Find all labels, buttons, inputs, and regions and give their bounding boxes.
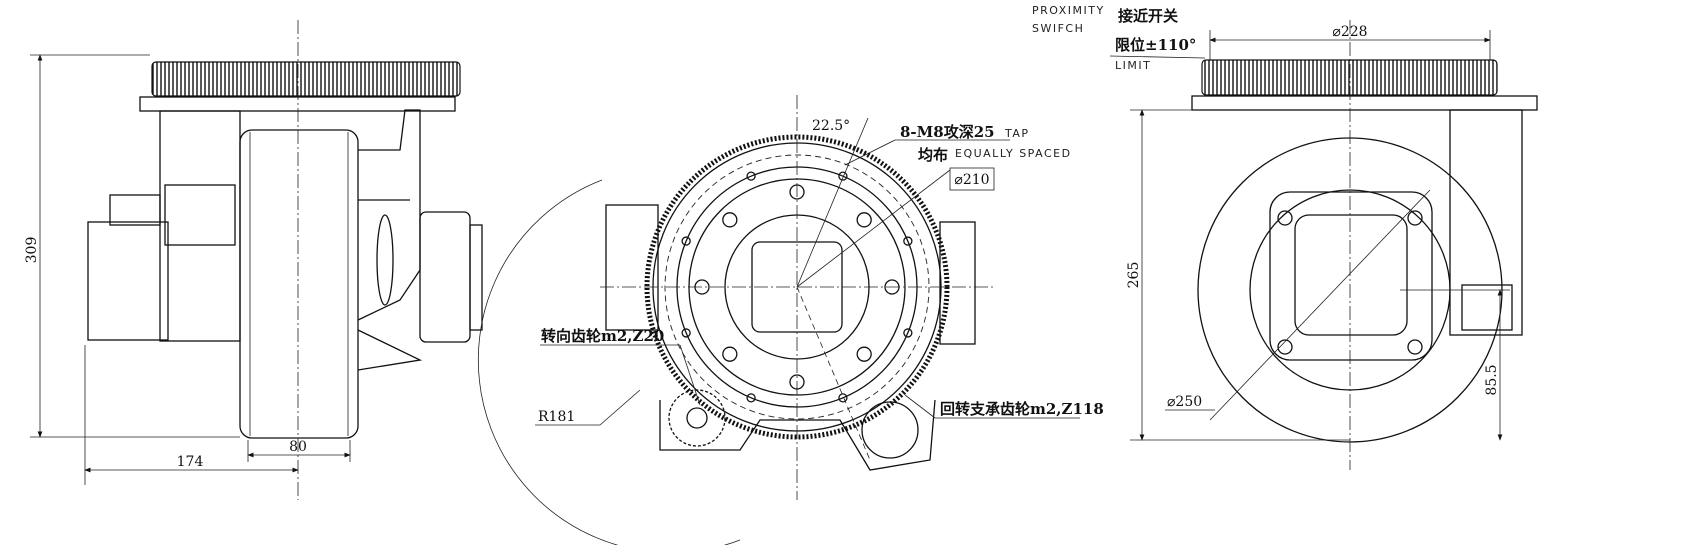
tap-label-en: TAP — [1004, 127, 1030, 140]
bolt-hole — [838, 393, 848, 403]
spacing-label-en: EQUALLY SPACED — [955, 147, 1072, 160]
mounting-plate — [139, 96, 456, 112]
gear-diameter-dimension: ⌀228 — [1332, 24, 1367, 40]
limit-label-cn: 限位±110° — [1115, 36, 1196, 54]
side-view: 309 174 80 — [24, 20, 483, 500]
bolt-hole — [903, 236, 913, 246]
bolt-circle-dimension: ⌀210 — [954, 172, 989, 188]
height-dimension-end: 265 — [1126, 262, 1142, 289]
height-dimension: 309 — [24, 237, 40, 264]
brake-unit — [419, 211, 471, 343]
spacing-label-cn: 均布 — [918, 146, 948, 164]
tap-label-cn: 8-M8攻深25 — [900, 123, 995, 141]
bolt-hole — [746, 171, 756, 181]
slewing-gear-ring — [1201, 59, 1498, 96]
bolt-hole — [746, 393, 756, 403]
steering-pinion — [668, 389, 726, 447]
front-view: 22.5° 8-M8攻深25 TAP 均布 EQUALLY SPACED ⌀21… — [477, 95, 1104, 545]
bolt-hole — [856, 212, 872, 228]
bolt-hole — [681, 236, 691, 246]
motor-body — [87, 221, 169, 341]
proximity-label-en-1: PROXIMITY — [1032, 4, 1105, 17]
drive-motor — [939, 221, 976, 345]
bolt-hole — [681, 328, 691, 338]
motor-bracket — [159, 110, 241, 342]
bolt-hole — [722, 346, 738, 362]
radius-dimension: R181 — [538, 409, 575, 425]
wheel-diameter-dimension: ⌀250 — [1167, 394, 1202, 410]
proximity-label-en-2: SWIFCH — [1032, 22, 1084, 35]
bolt-hole — [838, 171, 848, 181]
angle-dimension: 22.5° — [812, 118, 850, 134]
proximity-label-cn: 接近开关 — [1118, 7, 1178, 25]
slewing-gear-ring — [151, 61, 461, 97]
sweep-radius-arc — [477, 179, 741, 545]
motor-bracket — [1449, 109, 1523, 336]
bolt-hole — [856, 346, 872, 362]
motor-flange — [1269, 191, 1433, 361]
offset-dimension: 174 — [177, 454, 204, 470]
limit-label-en: LIMIT — [1115, 59, 1151, 72]
steering-gear-label: 转向齿轮m2,Z20 — [541, 327, 664, 345]
drive-wheel — [239, 129, 359, 439]
end-view: PROXIMITY SWIFCH 接近开关 限位±110° LIMIT ⌀228… — [1032, 4, 1538, 470]
axle-height-dimension: 85.5 — [1484, 364, 1500, 395]
slewing-gear-label: 回转支承齿轮m2,Z118 — [940, 400, 1104, 418]
bolt-hole — [722, 212, 738, 228]
wheel-width-dimension: 80 — [289, 439, 307, 455]
bolt-hole — [903, 328, 913, 338]
steering-motor — [605, 204, 659, 331]
